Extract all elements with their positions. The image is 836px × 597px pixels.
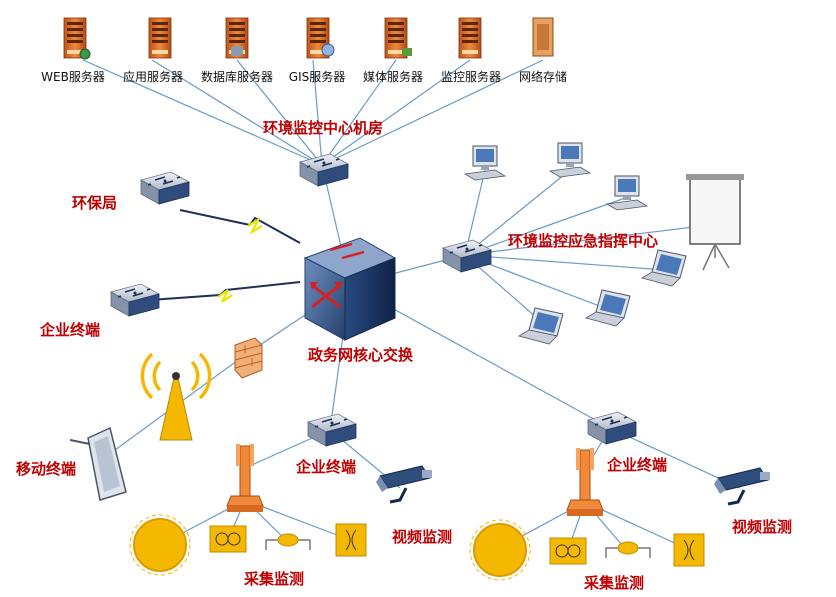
wireless-links bbox=[149, 209, 301, 303]
sensor-gauge-icon[interactable] bbox=[209, 525, 247, 553]
server-label-storage: 网络存储 bbox=[519, 69, 567, 84]
sensor-flow-icon[interactable] bbox=[673, 533, 705, 567]
sensor-probe-icon[interactable] bbox=[605, 541, 651, 558]
laptop-icon[interactable] bbox=[641, 249, 687, 287]
label-mobile-terminal: 移动终端 bbox=[16, 460, 76, 478]
mobile-device-icon[interactable] bbox=[69, 426, 127, 501]
label-core-switch: 政务网核心交换 bbox=[308, 346, 414, 364]
sensor-circle-icon[interactable] bbox=[129, 514, 191, 576]
label-collect-left: 采集监测 bbox=[243, 570, 304, 588]
server-label-web: WEB服务器 bbox=[41, 69, 105, 84]
database-server-icon[interactable] bbox=[225, 17, 249, 59]
label-epb: 环保局 bbox=[72, 194, 117, 212]
label-enterprise-mid: 企业终端 bbox=[295, 458, 356, 476]
server-label-gis: GIS服务器 bbox=[289, 69, 345, 84]
sensor-probe-icon[interactable] bbox=[265, 533, 311, 550]
enterprise-left-switch-icon[interactable] bbox=[110, 283, 160, 317]
label-video-right: 视频监测 bbox=[732, 518, 792, 536]
sensor-circle-icon[interactable] bbox=[469, 519, 531, 581]
label-video-left: 视频监测 bbox=[392, 528, 452, 546]
server-label-monitor: 监控服务器 bbox=[441, 69, 501, 84]
projector-screen-icon[interactable] bbox=[686, 174, 744, 271]
sensor-group-left bbox=[129, 514, 367, 576]
enterprise-right-switch-icon[interactable] bbox=[587, 411, 637, 445]
label-command-center: 环境监控应急指挥中心 bbox=[508, 232, 658, 250]
firewall-icon[interactable] bbox=[234, 337, 263, 379]
server-label-db: 数据库服务器 bbox=[201, 69, 273, 84]
laptop-icon[interactable] bbox=[585, 289, 631, 327]
enterprise-mid-switch-icon[interactable] bbox=[307, 413, 357, 447]
video-camera-icon[interactable] bbox=[712, 466, 772, 506]
core-switch-icon[interactable] bbox=[303, 237, 397, 341]
label-enterprise-right: 企业终端 bbox=[606, 456, 667, 474]
desktop-pc-icon[interactable] bbox=[549, 142, 591, 178]
collection-tower-icon[interactable] bbox=[226, 443, 264, 513]
sensor-group-right bbox=[469, 519, 705, 581]
desktop-pc-icon[interactable] bbox=[606, 175, 648, 211]
server-labels: WEB服务器 应用服务器 数据库服务器 GIS服务器 媒体服务器 监控服务器 网… bbox=[41, 69, 567, 84]
network-storage-icon[interactable] bbox=[532, 17, 554, 57]
label-enterprise-left: 企业终端 bbox=[39, 321, 100, 339]
wireless-tower-icon[interactable] bbox=[140, 352, 212, 441]
media-server-icon[interactable] bbox=[384, 17, 412, 59]
command-center-switch-icon[interactable] bbox=[442, 239, 492, 273]
collection-tower-icon[interactable] bbox=[566, 447, 604, 517]
monitor-server-icon[interactable] bbox=[458, 17, 482, 59]
server-row bbox=[63, 17, 554, 60]
app-server-icon[interactable] bbox=[148, 17, 172, 59]
gis-server-icon[interactable] bbox=[306, 17, 335, 59]
web-server-icon[interactable] bbox=[63, 17, 91, 60]
label-collect-right: 采集监测 bbox=[583, 574, 644, 592]
desktop-pc-icon[interactable] bbox=[464, 145, 506, 181]
epb-switch-icon[interactable] bbox=[140, 171, 190, 205]
video-camera-icon[interactable] bbox=[374, 464, 434, 504]
label-data-center: 环境监控中心机房 bbox=[263, 119, 383, 137]
sensor-gauge-icon[interactable] bbox=[549, 537, 587, 565]
laptop-icon[interactable] bbox=[518, 307, 564, 345]
node-labels: 环境监控中心机房 环保局 企业终端 政务网核心交换 环境监控应急指挥中心 移动终… bbox=[16, 119, 792, 592]
server-label-app: 应用服务器 bbox=[123, 69, 183, 84]
command-center-devices bbox=[464, 142, 744, 345]
sensor-flow-icon[interactable] bbox=[335, 523, 367, 557]
server-label-media: 媒体服务器 bbox=[363, 69, 423, 84]
